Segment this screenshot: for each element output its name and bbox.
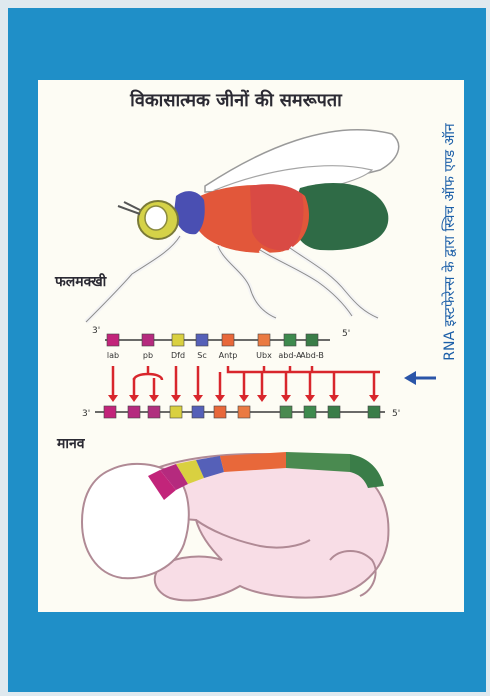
fly-gene-label-dfd: Dfd [171, 351, 185, 360]
arrow-head [215, 395, 225, 402]
fly-gene-abd-a [284, 334, 296, 346]
human-gene-cluster: 3' 5' [82, 406, 400, 419]
fly-gene-label-antp: Antp [219, 351, 238, 360]
arrow-left-icon [404, 371, 436, 385]
human-gene-box [170, 406, 182, 418]
human-label: मानव [57, 434, 85, 453]
fly-gene-lab [107, 334, 119, 346]
human-gene-box [104, 406, 116, 418]
arrow-head [329, 395, 339, 402]
fly-gene-label-lab: lab [107, 351, 119, 360]
human-embryo-illustration [82, 452, 388, 600]
fly-thorax-mid [250, 184, 304, 250]
arrow-head [239, 395, 249, 402]
arrow-head [149, 395, 159, 402]
homology-arrows [108, 366, 380, 402]
human-end-left: 3' [82, 409, 90, 419]
fly-gene-label-abd-a: abd-A [278, 351, 302, 360]
fly-gene-label-pb: pb [143, 351, 153, 360]
human-gene-box [128, 406, 140, 418]
arrow-split-pb [134, 366, 162, 380]
fly-gene-label-sc: Sc [197, 351, 206, 360]
fly-neck [174, 191, 205, 234]
fly-eye [145, 206, 167, 230]
arrow-head [369, 395, 379, 402]
fly-antenna [118, 202, 140, 214]
human-gene-box [238, 406, 250, 418]
human-gene-box [368, 406, 380, 418]
fruit-fly-illustration [86, 130, 399, 322]
arrow-head [171, 395, 181, 402]
arrow-head [257, 395, 267, 402]
human-gene-box [328, 406, 340, 418]
human-gene-box [148, 406, 160, 418]
fly-leg-rear2 [290, 248, 378, 318]
fly-gene-pb [142, 334, 154, 346]
fruit-fly-label: फलमक्खी [55, 272, 106, 291]
human-gene-box [280, 406, 292, 418]
human-gene-box [304, 406, 316, 418]
arrow-head [108, 395, 118, 402]
human-gene-box [192, 406, 204, 418]
arrow-head [305, 395, 315, 402]
arrow-head [129, 395, 139, 402]
fly-gene-label-ubx: Ubx [256, 351, 272, 360]
fly-gene-dfd [172, 334, 184, 346]
fly-gene-cluster: 3' 5' lab pb Dfd Sc Antp Ubx abd-AAbd-B [92, 326, 350, 360]
fly-gene-abd-b [306, 334, 318, 346]
fly-gene-ubx [258, 334, 270, 346]
arrow-bracket-posterior [228, 366, 380, 372]
fly-end-right: 5' [342, 329, 350, 339]
human-gene-box [214, 406, 226, 418]
fly-gene-label-abd-b: Abd-B [300, 351, 324, 360]
page-title: विकासात्मक जीनों की समरूपता [38, 88, 434, 112]
fly-gene-antp [222, 334, 234, 346]
human-end-right: 5' [392, 409, 400, 419]
fly-end-left: 3' [92, 326, 100, 336]
side-caption: RNA इस्टफेरेन्स के द्वारा स्विच ऑफ एण्ड … [440, 72, 459, 412]
arrow-head [281, 395, 291, 402]
arrow-head [193, 395, 203, 402]
fly-gene-sc [196, 334, 208, 346]
